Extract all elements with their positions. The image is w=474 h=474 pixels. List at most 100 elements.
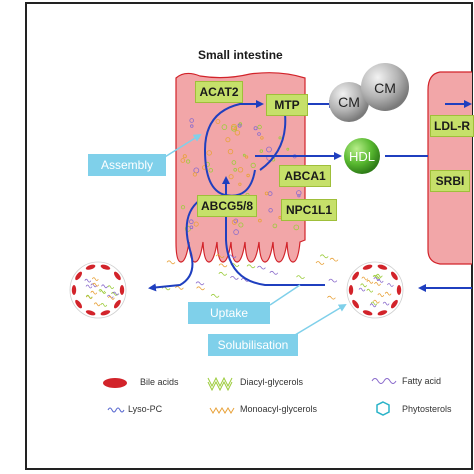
lipid-squiggle — [195, 281, 205, 286]
lipid-squiggle — [196, 286, 205, 291]
lipid-squiggle — [269, 270, 279, 275]
lipid-dot — [186, 159, 191, 164]
lipid-dot — [208, 168, 213, 173]
lipid-squiggle — [296, 275, 305, 279]
legend-fatty-acid-icon — [371, 378, 397, 384]
micelle-lipid — [374, 282, 381, 286]
lipid-dot — [253, 126, 258, 131]
lipid-dot — [233, 229, 239, 235]
legend-fatty-acid-label: Fatty acid — [402, 376, 442, 386]
lipid-dot — [231, 125, 238, 132]
micelle-bile-acid — [377, 264, 388, 270]
liver-cell — [427, 71, 472, 265]
micelle-bile-acid — [75, 299, 83, 309]
lipid-dot — [189, 118, 195, 123]
micelle-lipid — [369, 303, 377, 308]
lipid-squiggle — [257, 265, 266, 270]
lipid-dot — [221, 124, 228, 130]
lipid-dot — [192, 172, 197, 177]
micelle-lipid — [90, 283, 98, 288]
micelle-lipid — [84, 278, 92, 283]
pathway-mtp-down — [259, 113, 287, 171]
micelle-lipid — [366, 288, 374, 293]
lipid-dot — [190, 124, 194, 128]
solubilisation-box: Solubilisation — [208, 334, 298, 356]
micelle-lipid — [376, 279, 384, 283]
micelle-bile-acid — [362, 264, 373, 270]
lipid-dot — [278, 136, 282, 140]
lipid-dot — [180, 158, 186, 163]
lipid-dot — [293, 224, 300, 231]
micelle-lipid — [101, 284, 108, 289]
lipid-dot — [258, 218, 262, 223]
lipid-dot — [245, 155, 249, 159]
lipid-dot — [257, 132, 261, 136]
mtp-box: MTP — [266, 94, 308, 116]
lipid-dot — [297, 194, 301, 198]
ldlr-box: LDL-R — [430, 115, 474, 137]
micelle-bile-acid — [85, 310, 96, 316]
lipid-dot — [231, 160, 237, 165]
srbi-box: SRBI — [430, 170, 470, 192]
micelle-bile-acid — [348, 285, 354, 295]
micelle-bile-acid — [100, 264, 111, 270]
lipid-squiggle — [210, 293, 220, 298]
micelle-bile-acid — [85, 264, 96, 270]
micelle-lipid — [107, 285, 115, 290]
lipid-dot — [189, 219, 194, 225]
lipid-dot — [286, 147, 290, 151]
lipid-dot — [233, 168, 238, 172]
assembly-box: Assembly — [88, 154, 166, 176]
lipid-dot — [227, 148, 234, 155]
legend-diacyl-glycerols-label: Diacyl-glycerols — [240, 377, 304, 387]
assembly-callout-line — [159, 133, 202, 161]
cm-particle-2 — [361, 63, 409, 111]
cm-particle-1 — [329, 82, 369, 122]
lipid-dot — [215, 119, 221, 124]
pathway-uptake-in — [222, 176, 325, 286]
lipid-squiggle — [230, 276, 239, 280]
micelle-bile-acid — [100, 310, 111, 316]
cm-label-1: CM — [338, 94, 360, 110]
legend-lyso-pc-label: Lyso-PC — [128, 404, 163, 414]
micelle-bile-acid — [377, 310, 388, 316]
lipid-dot — [230, 123, 237, 130]
legend-monoacyl-glycerols-label: Monoacyl-glycerols — [240, 404, 318, 414]
uptake-callout-line — [269, 284, 301, 306]
micelle-lipid — [374, 275, 382, 279]
lipid-dot — [193, 221, 199, 227]
lipid-squiggle — [215, 254, 225, 259]
lipid-dot — [234, 130, 241, 136]
lipid-dot — [296, 190, 302, 196]
micelle-bile-acid — [113, 271, 121, 281]
lipid-dot — [272, 223, 278, 229]
lipid-dot — [189, 225, 194, 230]
micelle-lipid — [387, 283, 394, 287]
micelle-lipid — [361, 276, 369, 281]
micelle-bile-acid — [119, 285, 125, 295]
hdl-label: HDL — [349, 149, 375, 164]
micelle-lipid — [92, 282, 100, 287]
cm-label-2: CM — [374, 80, 396, 96]
legend-bile-acids-icon — [103, 378, 127, 388]
micelle-lipid — [370, 301, 378, 306]
lipid-dot — [180, 205, 186, 210]
micelle-lipid — [375, 273, 383, 278]
npc1l1-box: NPC1L1 — [281, 199, 337, 221]
lipid-dot — [206, 150, 212, 156]
micelle-bile-acid — [362, 310, 373, 316]
lipid-dot — [257, 124, 262, 130]
lipid-squiggle — [329, 257, 339, 262]
micelle-lipid — [384, 291, 392, 296]
micelle-bile-acid — [390, 271, 398, 281]
legend-phytosterols-icon — [376, 401, 390, 416]
micelle-lipid — [377, 293, 385, 297]
lipid-squiggle — [327, 295, 336, 300]
micelle-lipid — [85, 284, 93, 289]
micelle-lipid — [382, 301, 390, 306]
lipid-dot — [233, 218, 239, 224]
micelle-bile-acid — [396, 285, 402, 295]
micelle-bile-acid — [352, 299, 360, 309]
micelle-lipid — [90, 290, 98, 295]
lipid-dot — [237, 123, 242, 128]
